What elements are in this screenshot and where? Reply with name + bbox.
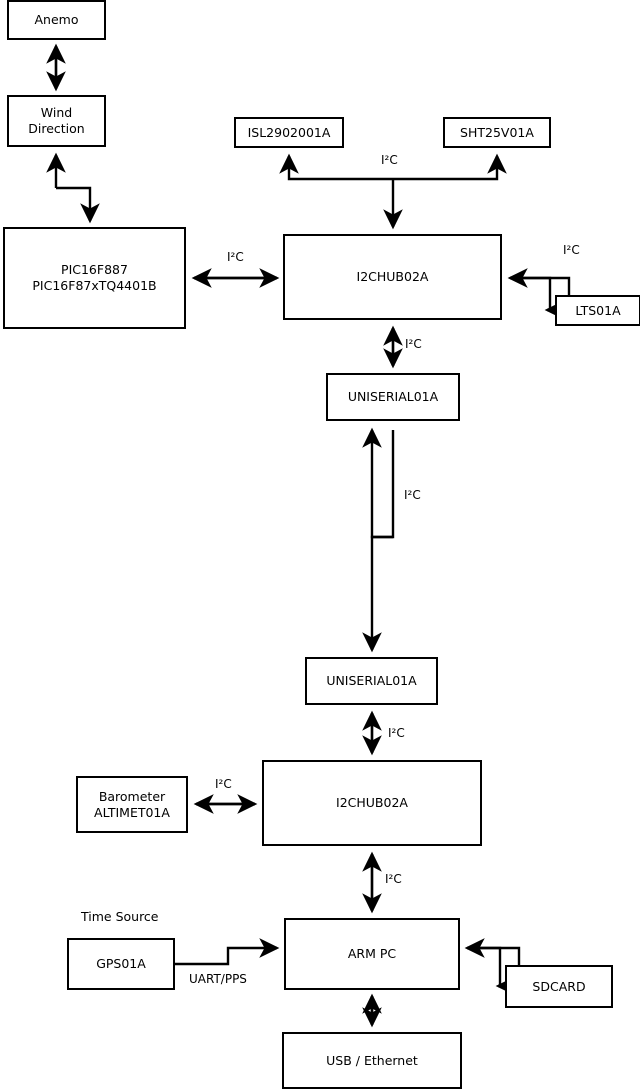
node-uniserial01a-upper[interactable]: UNISERIAL01A [326, 373, 460, 421]
label-time-source: Time Source [81, 909, 159, 924]
edge-label-hub-armpc-i2c: I²C [385, 872, 402, 886]
node-lts01a[interactable]: LTS01A [555, 295, 640, 326]
edge-label-pic-hub-i2c: I²C [227, 250, 244, 264]
node-usb-ethernet[interactable]: USB / Ethernet [282, 1032, 462, 1089]
wire-wind-down [56, 186, 100, 224]
wire-hub-to-lts [510, 276, 565, 320]
node-i2chub02a-bottom[interactable]: I2CHUB02A [262, 760, 482, 846]
node-uniserial01a-lower[interactable]: UNISERIAL01A [305, 657, 438, 705]
node-i2chub02a-top[interactable]: I2CHUB02A [283, 234, 502, 320]
wire-uniserial-link-up [362, 427, 393, 539]
wire-bus-to-isl [279, 153, 393, 181]
edge-label-gps-uart-pps: UART/PPS [189, 972, 247, 986]
edge-label-hub-uniserial-i2c: I²C [405, 337, 422, 351]
node-barometer-altimet01a[interactable]: Barometer ALTIMET01A [76, 776, 188, 833]
node-arm-pc[interactable]: ARM PC [284, 918, 460, 990]
node-wind-direction[interactable]: Wind Direction [7, 95, 106, 147]
edge-label-uniserial-hub-i2c: I²C [388, 726, 405, 740]
wire-armpc-to-sdcard [467, 946, 516, 996]
edge-label-barometer-i2c: I²C [215, 777, 232, 791]
edge-label-sensor-bus-i2c: I²C [381, 153, 398, 167]
node-pic-microcontroller[interactable]: PIC16F887 PIC16F87xTQ4401B [3, 227, 186, 329]
wire-uniserial-link-down [362, 430, 395, 653]
node-gps01a[interactable]: GPS01A [67, 938, 175, 990]
node-sht25v01a[interactable]: SHT25V01A [443, 117, 551, 148]
wire-bus-to-sht [393, 153, 507, 181]
node-sdcard[interactable]: SDCARD [505, 965, 613, 1008]
node-anemo[interactable]: Anemo [7, 0, 106, 40]
node-isl2902001a[interactable]: ISL2902001A [234, 117, 344, 148]
edge-label-hub-lts-i2c: I²C [563, 243, 580, 257]
wire-gps-armpc [175, 938, 280, 966]
edge-label-uniserial-link-i2c: I²C [404, 488, 421, 502]
